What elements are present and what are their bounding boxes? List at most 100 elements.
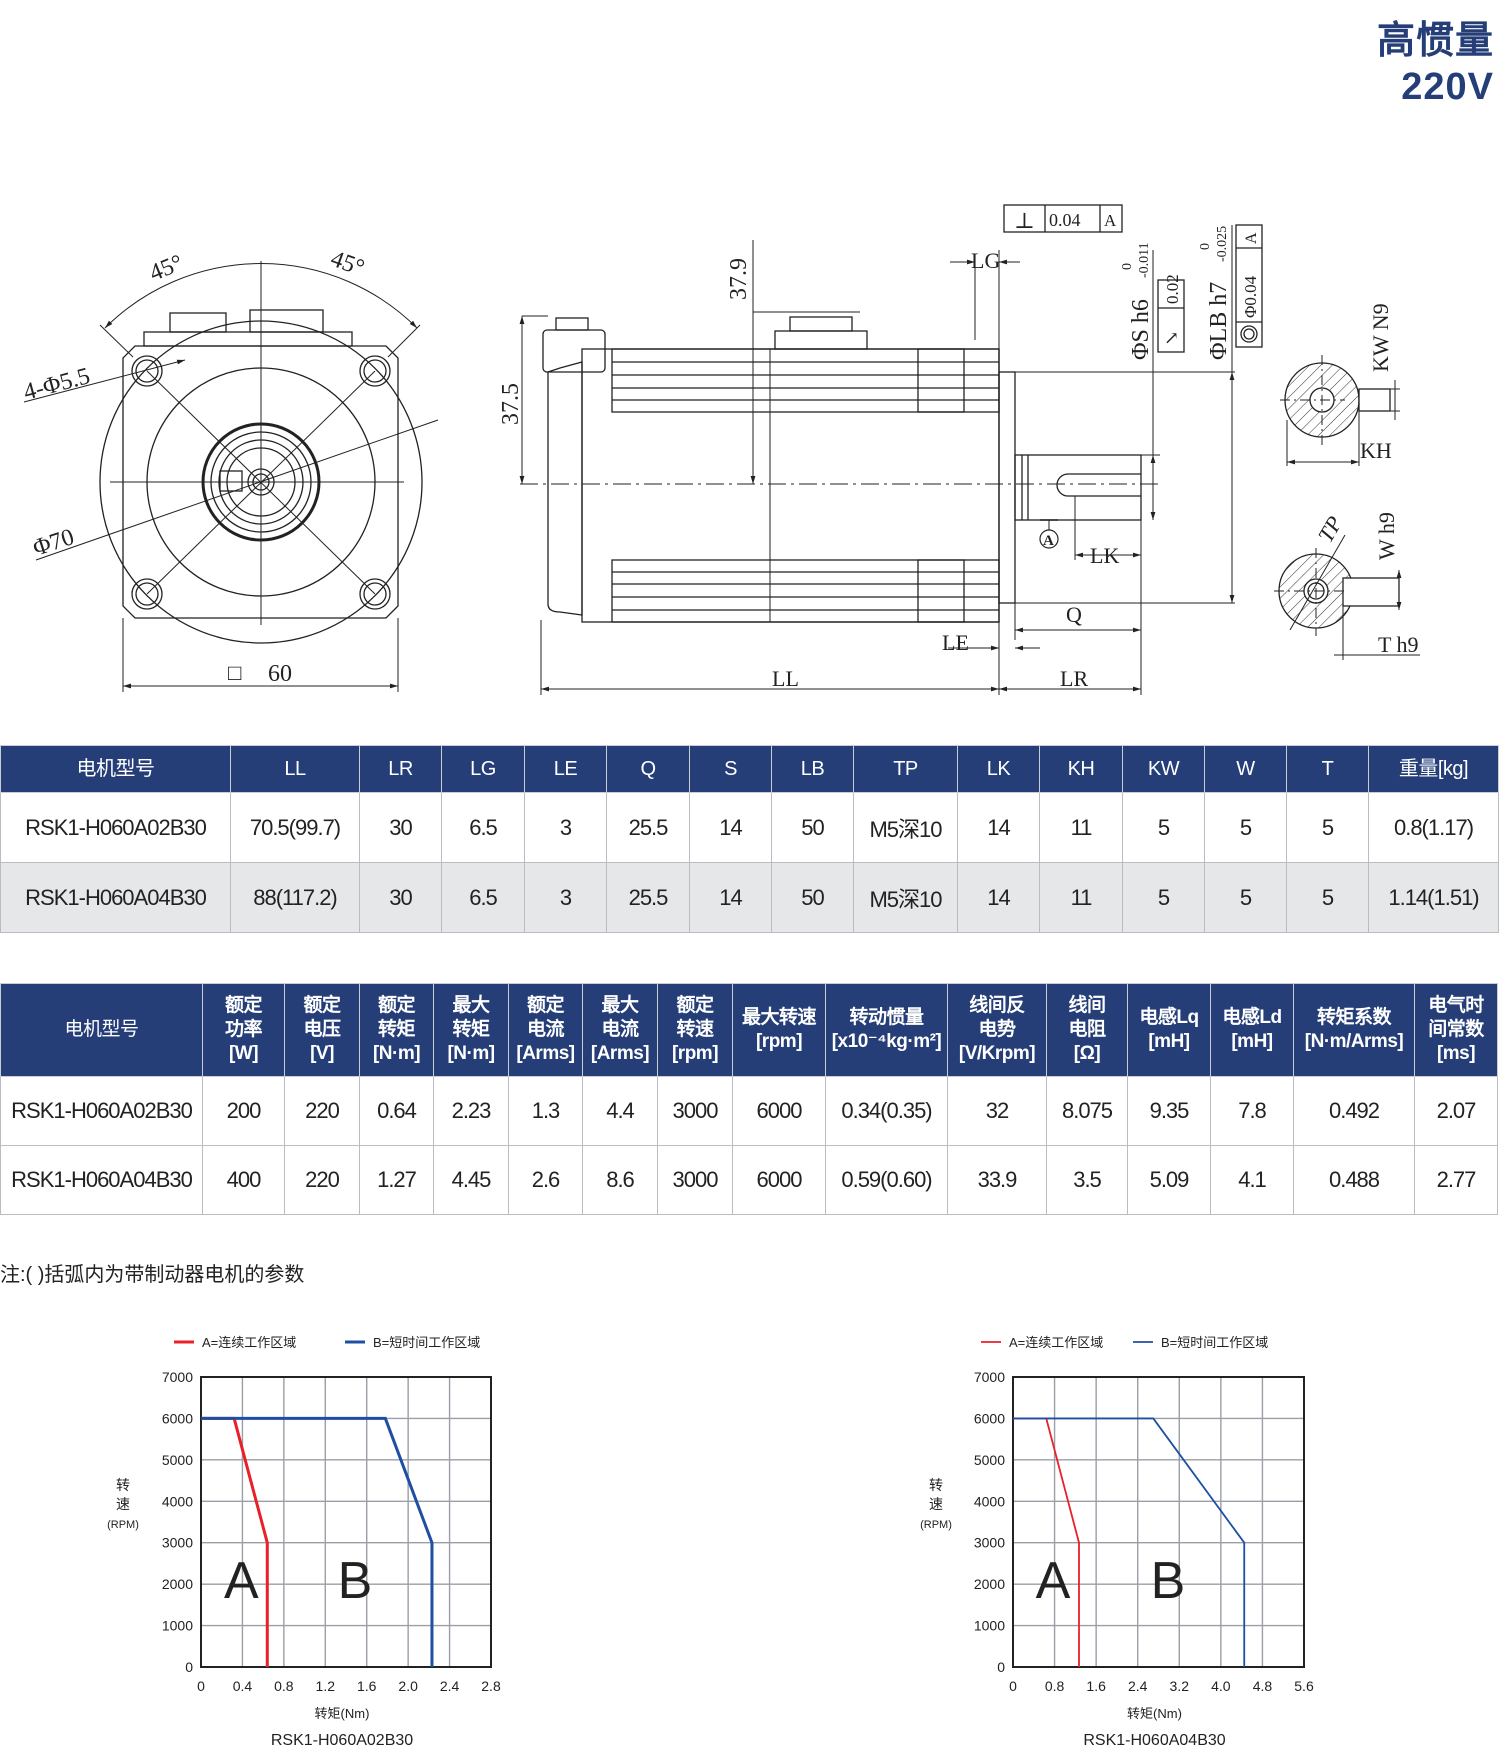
column-header: W xyxy=(1204,745,1287,793)
holes-label: 4-Φ5.5 xyxy=(21,363,93,406)
table-cell: 0.8(1.17) xyxy=(1368,792,1499,863)
le-label: LE xyxy=(942,630,969,655)
table-cell: 5 xyxy=(1122,792,1205,863)
x-tick-label: 4.8 xyxy=(1253,1678,1273,1694)
table-cell: 33.9 xyxy=(947,1145,1047,1215)
column-header: 额定电流[Arms] xyxy=(508,983,583,1077)
table-cell: 25.5 xyxy=(606,862,690,933)
header-line: [mH] xyxy=(1231,1031,1273,1052)
header-line: 最大转速 xyxy=(741,1007,817,1028)
table-cell: 8.6 xyxy=(582,1145,658,1215)
header-line: 额定 xyxy=(377,995,416,1016)
header-line: 转矩 xyxy=(377,1019,416,1040)
header-line: 转矩系数 xyxy=(1316,1007,1392,1028)
title-inertia: 高惯量 xyxy=(1376,20,1494,62)
chart-title: RSK1-H060A02B30 xyxy=(271,1732,413,1749)
column-header: LB xyxy=(771,745,854,793)
x-axis-label: 转矩(Nm) xyxy=(315,1706,370,1721)
y-tick-label: 4000 xyxy=(974,1493,1005,1509)
table-cell: 6.5 xyxy=(441,862,525,933)
legend-label: A=连续工作区域 xyxy=(202,1335,296,1350)
column-header: 最大电流[Arms] xyxy=(582,983,658,1077)
table-cell: 5 xyxy=(1286,862,1369,933)
y-tick-label: 7000 xyxy=(974,1369,1005,1385)
x-tick-label: 5.6 xyxy=(1294,1678,1314,1694)
header-line: [Arms] xyxy=(516,1043,575,1064)
table-cell: 8.075 xyxy=(1046,1076,1128,1146)
table-cell: 2.77 xyxy=(1414,1145,1498,1215)
front-view xyxy=(23,261,439,692)
header-line: 电机型号 xyxy=(64,1019,139,1040)
header-line: [N·m] xyxy=(372,1043,421,1064)
specifications-table: 电机型号额定功率[W]额定电压[V]额定转矩[N·m]最大转矩[N·m]额定电流… xyxy=(0,983,1498,1215)
table-cell: 0.64 xyxy=(359,1076,434,1146)
header-line: [V] xyxy=(310,1043,334,1064)
table-cell: 9.35 xyxy=(1127,1076,1211,1146)
column-header: KW xyxy=(1122,745,1205,793)
table-cell: 32 xyxy=(947,1076,1047,1146)
x-tick-label: 0.4 xyxy=(233,1678,253,1694)
y-tick-label: 4000 xyxy=(162,1493,193,1509)
ll-label: LL xyxy=(772,666,799,691)
concentricity-tol: Φ0.04 xyxy=(1241,275,1260,318)
header-line: [V/Krpm] xyxy=(958,1043,1036,1064)
header-line: [rpm] xyxy=(755,1031,803,1052)
model-cell: RSK1-H060A04B30 xyxy=(0,862,231,933)
x-tick-label: 2.8 xyxy=(481,1678,501,1694)
y-tick-label: 6000 xyxy=(162,1410,193,1426)
table-cell: 3000 xyxy=(657,1145,733,1215)
y-tick-label: 2000 xyxy=(162,1576,193,1592)
table-cell: 14 xyxy=(957,792,1040,863)
legend-label: B=短时间工作区域 xyxy=(1161,1335,1268,1350)
header-line: 功率 xyxy=(224,1019,263,1040)
header-line: [W] xyxy=(228,1043,259,1064)
x-tick-label: 2.4 xyxy=(1128,1678,1148,1694)
table-cell: 5 xyxy=(1122,862,1205,933)
column-header: TP xyxy=(853,745,958,793)
header-line: 电感Ld xyxy=(1222,1007,1282,1028)
y-tick-label: 5000 xyxy=(974,1452,1005,1468)
pilot-lower-tol: -0.025 xyxy=(1215,226,1230,262)
table-cell: 4.1 xyxy=(1210,1145,1294,1215)
column-header: LR xyxy=(359,745,442,793)
header-line: [x10⁻⁴kg·m²] xyxy=(831,1031,942,1052)
column-header: 电感Lq[mH] xyxy=(1127,983,1211,1077)
table-cell: 11 xyxy=(1039,792,1123,863)
table-header-row: 电机型号额定功率[W]额定电压[V]额定转矩[N·m]最大转矩[N·m]额定电流… xyxy=(0,983,1498,1077)
lk-label: LK xyxy=(1090,543,1119,568)
perp-symbol: ⊥ xyxy=(1014,208,1035,233)
kh-label: KH xyxy=(1360,438,1392,463)
q-label: Q xyxy=(1066,602,1082,627)
column-header: S xyxy=(689,745,772,793)
tp-label: TP xyxy=(1313,512,1347,547)
y-tick-label: 7000 xyxy=(162,1369,193,1385)
x-tick-label: 1.6 xyxy=(357,1678,377,1694)
column-header: 电感Ld [mH] xyxy=(1210,983,1294,1077)
angle-left-label: 45° xyxy=(146,250,187,287)
table-cell: 14 xyxy=(689,792,772,863)
datum-a-label: A xyxy=(1043,533,1054,549)
header-line: 电势 xyxy=(978,1019,1016,1040)
x-tick-label: 4.0 xyxy=(1211,1678,1231,1694)
shaft-diameter-label: ΦS h6 xyxy=(1128,299,1154,360)
column-header: 转矩系数 [N·m/Arms] xyxy=(1293,983,1415,1077)
header-line: [N·m/Arms] xyxy=(1304,1031,1404,1052)
header-line: 电感Lq xyxy=(1139,1007,1199,1028)
column-header: 额定转速[rpm] xyxy=(657,983,733,1077)
column-header: LE xyxy=(524,745,607,793)
y-tick-label: 1000 xyxy=(974,1618,1005,1634)
table-cell: 11 xyxy=(1039,862,1123,933)
region-label-A: A xyxy=(1036,1552,1071,1610)
header-line: [Ω] xyxy=(1073,1043,1101,1064)
legend-label: B=短时间工作区域 xyxy=(373,1335,480,1350)
table-cell: 220 xyxy=(284,1145,360,1215)
lg-label: LG xyxy=(971,248,1000,273)
side-view xyxy=(519,204,1420,695)
table-cell: 220 xyxy=(284,1076,360,1146)
table-cell: M5深10 xyxy=(853,862,958,933)
shaft-lower-tol: -0.011 xyxy=(1137,242,1152,278)
